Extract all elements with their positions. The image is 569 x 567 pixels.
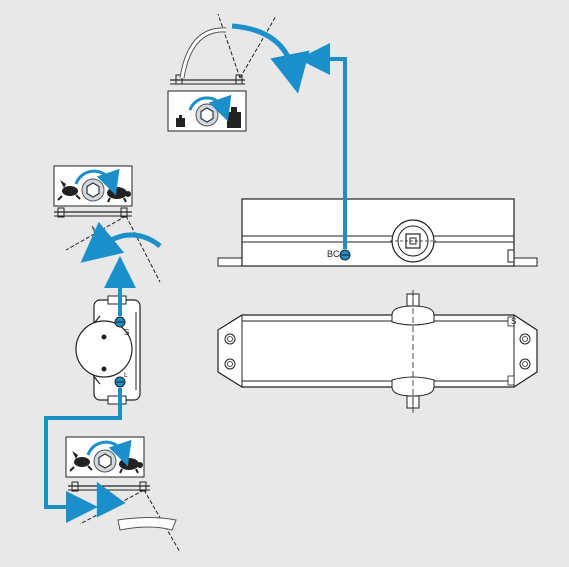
closer-front-view: BC: [217, 198, 538, 267]
adjust-rotate-arrow: [74, 168, 120, 196]
backcheck-connector: [298, 43, 347, 249]
latch-swing-arrow: [96, 481, 126, 518]
hex-nut-icon: [195, 103, 219, 127]
latch-speed-door-swing: [68, 481, 181, 553]
rabbit-icon: [57, 180, 81, 201]
light-weight-icon: [176, 115, 185, 127]
closing-force-door-swing: [170, 13, 277, 85]
latch-valve-connector: [44, 388, 122, 523]
backcheck-valve-label: BC: [327, 249, 340, 259]
closer-end-view: S L: [75, 295, 141, 405]
rabbit-icon: [69, 451, 93, 472]
adjust-rotate-arrow: [188, 94, 232, 122]
force-swing-arrow: [231, 23, 310, 94]
latch-speed-panel: [65, 436, 145, 478]
closing-force-panel: [167, 90, 247, 132]
speed-swing-arrow: [80, 221, 162, 263]
hex-nut-icon: [93, 449, 117, 473]
closing-speed-panel: [53, 165, 133, 207]
closer-top-view: S: [217, 290, 538, 414]
adjust-rotate-arrow: [86, 439, 132, 467]
speed-valve-label: S: [124, 328, 129, 337]
body-marker-label: S: [511, 317, 516, 326]
latch-valve-label: L: [124, 372, 128, 379]
hex-nut-icon: [81, 178, 105, 202]
